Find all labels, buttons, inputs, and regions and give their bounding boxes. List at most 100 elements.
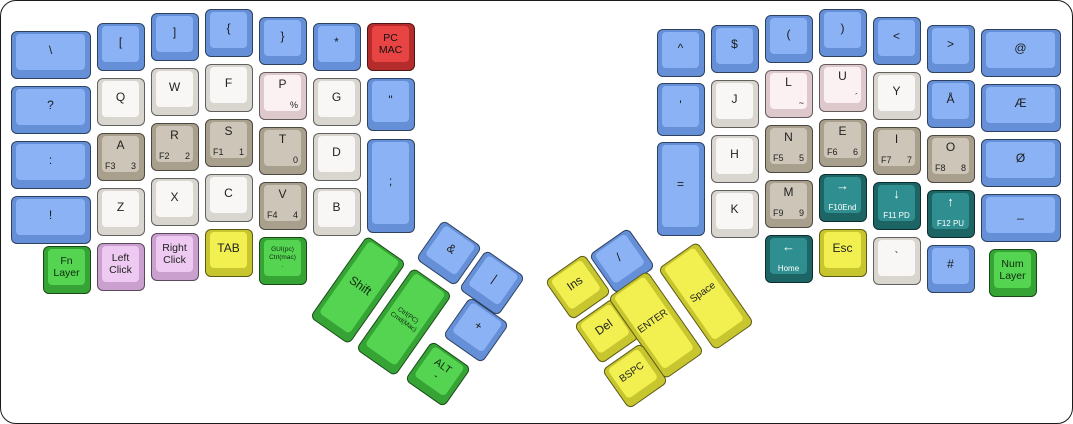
key-w[interactable]: W (151, 68, 199, 116)
key-colon-top: : (16, 144, 85, 180)
key-o-f8-label-br: 8 (960, 163, 966, 173)
key-question[interactable]: ? (11, 86, 91, 134)
key-p-label-br: % (289, 100, 298, 110)
key-h-label-c: H (730, 147, 739, 161)
key-ae[interactable]: Æ (981, 84, 1061, 132)
key-equals[interactable]: = (657, 142, 705, 236)
key-colon[interactable]: : (11, 141, 91, 189)
key-oslash-top: Ø (986, 142, 1055, 178)
key-gt-label-c: > (946, 37, 954, 51)
key-i-f7-label-bl: F7 (881, 155, 892, 165)
key-gui-ctrl-label: GUI(pc)Ctrl(mac). (264, 240, 301, 276)
key-k[interactable]: K (711, 190, 759, 238)
key-q[interactable]: Q (97, 78, 145, 126)
key-hash[interactable]: # (927, 245, 975, 293)
key-ins-top: Ins (550, 259, 602, 311)
key-f12-pgup[interactable]: ↑F12 PU (927, 190, 975, 238)
key-s-f1-label-br: 1 (238, 147, 244, 157)
key-f10-end[interactable]: →F10End (819, 174, 867, 222)
key-h[interactable]: H (711, 135, 759, 183)
key-c[interactable]: C (205, 174, 253, 222)
key-exclam[interactable]: ! (11, 196, 91, 244)
key-aring[interactable]: Å (927, 80, 975, 128)
key-caret[interactable]: ^ (657, 29, 705, 77)
key-e-f6-label-br: 6 (852, 147, 858, 157)
key-n-f5-label-br: 5 (798, 153, 804, 163)
key-close-bracket[interactable]: ] (151, 13, 199, 61)
key-p[interactable]: P% (259, 72, 307, 120)
key-gt[interactable]: > (927, 25, 975, 73)
key-close-paren[interactable]: ) (819, 9, 867, 57)
key-open-brace[interactable]: { (205, 9, 253, 57)
key-aring-label-c: Å (946, 92, 955, 106)
key-backtick[interactable]: ` (873, 237, 921, 285)
key-alt[interactable]: ALT- (404, 340, 472, 408)
key-lt-top: < (878, 20, 915, 56)
key-v-f4-label-tc: V (278, 187, 287, 201)
key-pc-mac-label-line-0: PC (383, 31, 398, 44)
key-lt[interactable]: < (873, 17, 921, 65)
key-asterisk-label-c: * (334, 35, 339, 49)
key-u-acute[interactable]: U´ (819, 64, 867, 112)
key-gt-top: > (932, 28, 969, 64)
key-semicolon[interactable]: ; (367, 139, 415, 233)
key-y[interactable]: Y (873, 72, 921, 120)
key-f12-pgup-top: ↑F12 PU (932, 193, 969, 229)
key-x[interactable]: X (151, 178, 199, 226)
key-dollar[interactable]: $ (711, 25, 759, 73)
key-double-quote-label-c: " (388, 92, 393, 107)
key-oslash[interactable]: Ø (981, 139, 1061, 187)
key-close-brace[interactable]: } (259, 17, 307, 65)
key-j[interactable]: J (711, 80, 759, 128)
key-esc[interactable]: Esc (819, 229, 867, 277)
key-g[interactable]: G (313, 78, 361, 126)
key-f11-pgdn-top: ↓F11 PD (878, 185, 915, 221)
arrow-down-icon: ↓ (893, 186, 900, 201)
key-l-tilde[interactable]: L~ (765, 70, 813, 118)
key-k-label-c: K (730, 202, 739, 216)
key-f[interactable]: F (205, 64, 253, 112)
key-ampersand-top: & (424, 224, 476, 276)
key-double-quote[interactable]: " (367, 78, 415, 131)
key-at[interactable]: @ (981, 29, 1061, 77)
key-tab[interactable]: TAB (205, 229, 253, 277)
key-esc-label-c: Esc (832, 241, 853, 255)
key-z[interactable]: Z (97, 188, 145, 236)
key-f11-pgdn[interactable]: ↓F11 PD (873, 182, 921, 230)
key-apostrophe[interactable]: ' (657, 83, 705, 136)
key-home[interactable]: ←Home (765, 235, 813, 283)
key-apostrophe-top: ' (662, 86, 699, 127)
key-open-paren[interactable]: ( (765, 15, 813, 63)
key-underscore[interactable]: _ (981, 194, 1061, 242)
key-b[interactable]: B (313, 188, 361, 236)
key-asterisk[interactable]: * (313, 23, 361, 71)
key-w-top: W (156, 71, 193, 107)
key-open-bracket[interactable]: [ (97, 23, 145, 71)
key-gui-ctrl[interactable]: GUI(pc)Ctrl(mac). (259, 237, 307, 285)
key-d[interactable]: D (313, 133, 361, 181)
key-caret-label-c: ^ (677, 41, 684, 55)
key-z-top: Z (102, 191, 139, 227)
key-close-brace-top: } (264, 20, 301, 56)
key-backslash[interactable]: \ (11, 31, 91, 79)
key-home-top: ←Home (770, 238, 807, 274)
key-fn-layer-label-line-0: Fn (60, 254, 73, 267)
key-bspc-label-c: BSPC (617, 359, 647, 385)
